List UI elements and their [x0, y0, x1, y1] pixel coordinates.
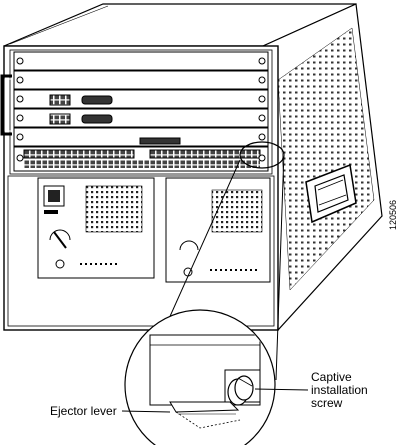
detail-view	[124, 309, 276, 445]
power-supply-right	[165, 177, 271, 283]
side-vents	[278, 28, 374, 290]
captive-screw-label-line2: installation	[311, 383, 368, 397]
captive-screw-label: Captive installation screw	[311, 371, 368, 410]
power-supply-left	[37, 177, 155, 279]
figure-id: 120506	[388, 199, 398, 230]
captive-screw-label-line3: screw	[311, 396, 343, 410]
ejector-lever-shape	[169, 401, 240, 413]
captive-screw-label-line1: Captive	[311, 370, 352, 384]
ejector-lever-label: Ejector lever	[50, 404, 117, 418]
slot-screws	[16, 57, 266, 162]
captive-screw-leader	[254, 388, 309, 391]
front-handle	[0, 74, 12, 136]
zoom-leader-right	[275, 151, 285, 381]
ejector-leader	[121, 410, 171, 413]
module-slots	[13, 51, 269, 172]
side-handle	[305, 163, 357, 224]
